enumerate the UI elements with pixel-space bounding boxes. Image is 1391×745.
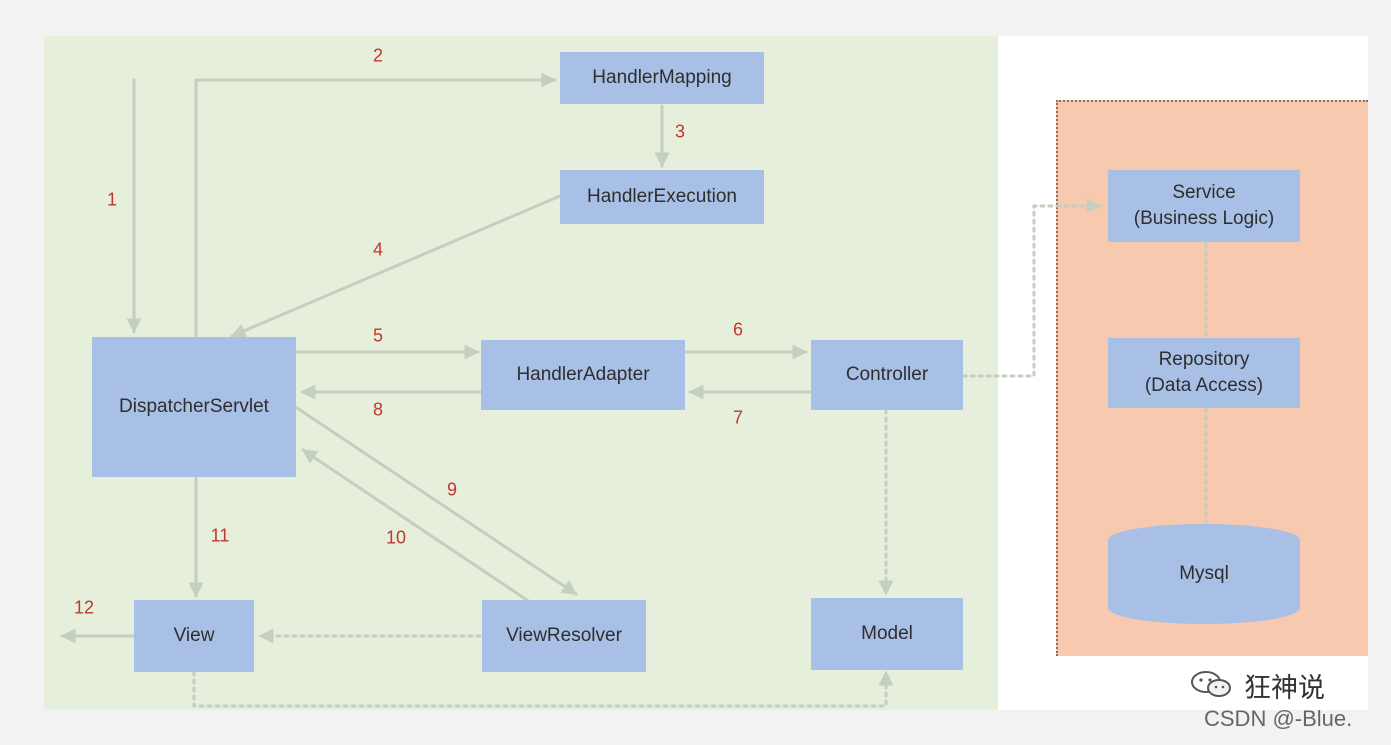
step-label-10: 10	[385, 527, 407, 548]
handler-mapping-node: HandlerMapping	[560, 52, 764, 104]
arrow-10	[301, 448, 532, 604]
arrow-4	[230, 194, 562, 338]
step-label-9: 9	[446, 479, 458, 500]
step-label-1: 1	[106, 189, 118, 210]
step-label-2: 2	[372, 45, 384, 66]
dotted-view-to-model	[192, 670, 894, 708]
dispatcher-servlet-node: DispatcherServlet	[92, 337, 296, 477]
step-label-6: 6	[732, 319, 744, 340]
model-node: Model	[811, 598, 963, 670]
step-label-3: 3	[674, 121, 686, 142]
repository-node: Repository (Data Access)	[1108, 338, 1300, 408]
arrow-2	[194, 72, 557, 338]
view-resolver-node: ViewResolver	[482, 600, 646, 672]
watermark-source: CSDN @-Blue.	[1204, 706, 1353, 731]
handler-execution-node: HandlerExecution	[560, 170, 764, 224]
step-label-4: 4	[372, 239, 384, 260]
controller-node: Controller	[811, 340, 963, 410]
watermark-logo-text: 狂神说	[1244, 673, 1325, 704]
handler-adapter-node: HandlerAdapter	[481, 340, 685, 410]
service-node: Service (Business Logic)	[1108, 170, 1300, 242]
mysql-database-node: Mysql	[1108, 524, 1300, 624]
dotted-controller-to-service	[961, 198, 1102, 378]
step-label-12: 12	[73, 597, 95, 618]
arrow-9	[295, 406, 578, 596]
step-label-11: 11	[210, 525, 230, 546]
wechat-logo-icon	[1191, 671, 1231, 697]
step-label-8: 8	[372, 399, 384, 420]
view-node: View	[134, 600, 254, 672]
step-label-7: 7	[732, 407, 744, 428]
step-label-5: 5	[372, 325, 384, 346]
